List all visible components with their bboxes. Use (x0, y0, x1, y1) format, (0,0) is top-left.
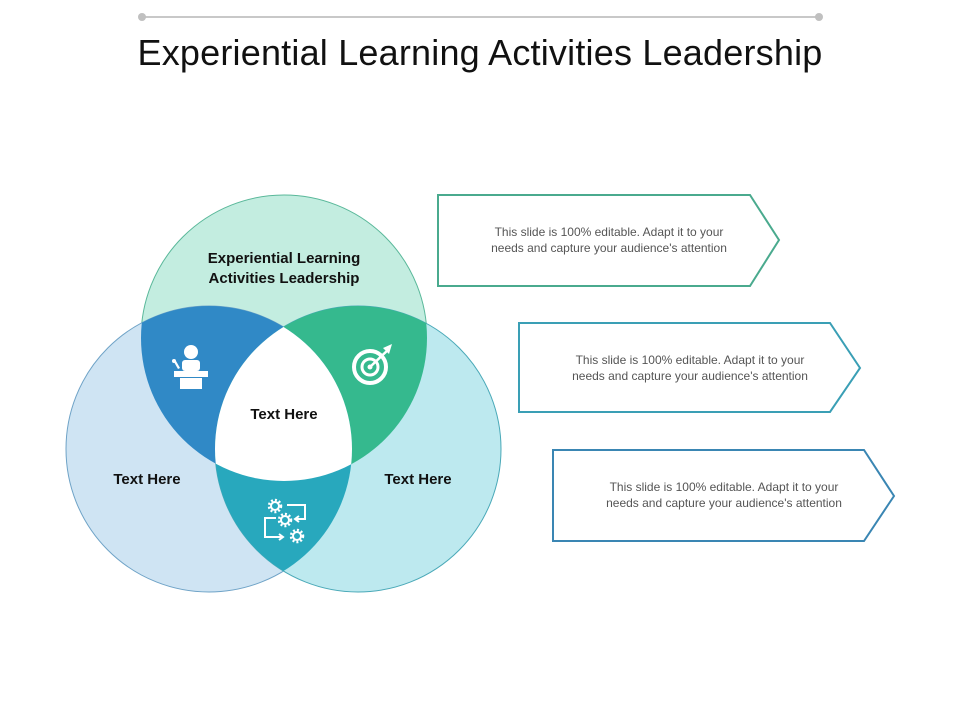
callout-3-line-1: This slide is 100% editable. Adapt it to… (609, 480, 839, 494)
target-arrow-icon (352, 344, 392, 385)
gears-process-icon (264, 498, 306, 544)
presenter-podium-icon (172, 345, 208, 389)
top-divider-line (142, 16, 819, 18)
callout-2-line-2: needs and capture your audience's attent… (572, 369, 808, 383)
callout-3-line-2: needs and capture your audience's attent… (606, 496, 842, 510)
callout-1-shape (437, 194, 781, 287)
center-label: Text Here (250, 406, 318, 423)
callout-1-line-2: needs and capture your audience's attent… (491, 241, 727, 255)
top-circle-label: Experiential Learning Activities Leaders… (207, 250, 361, 287)
right-circle-label: Text Here (384, 471, 452, 488)
slide-title: Experiential Learning Activities Leaders… (137, 32, 823, 73)
divider-right-dot (815, 13, 823, 21)
divider-left-dot (138, 13, 146, 21)
callout-1-text: This slide is 100% editable. Adapt it to… (450, 224, 768, 256)
callout-2-shape (518, 322, 862, 413)
callout-3-text: This slide is 100% editable. Adapt it to… (565, 479, 883, 511)
callout-3-shape (552, 449, 896, 542)
center-overlap (215, 306, 352, 481)
left-circle-label: Text Here (113, 471, 181, 488)
callout-2-text: This slide is 100% editable. Adapt it to… (531, 352, 849, 384)
callout-2-line-1: This slide is 100% editable. Adapt it to… (575, 353, 805, 367)
callout-1-line-1: This slide is 100% editable. Adapt it to… (494, 225, 724, 239)
